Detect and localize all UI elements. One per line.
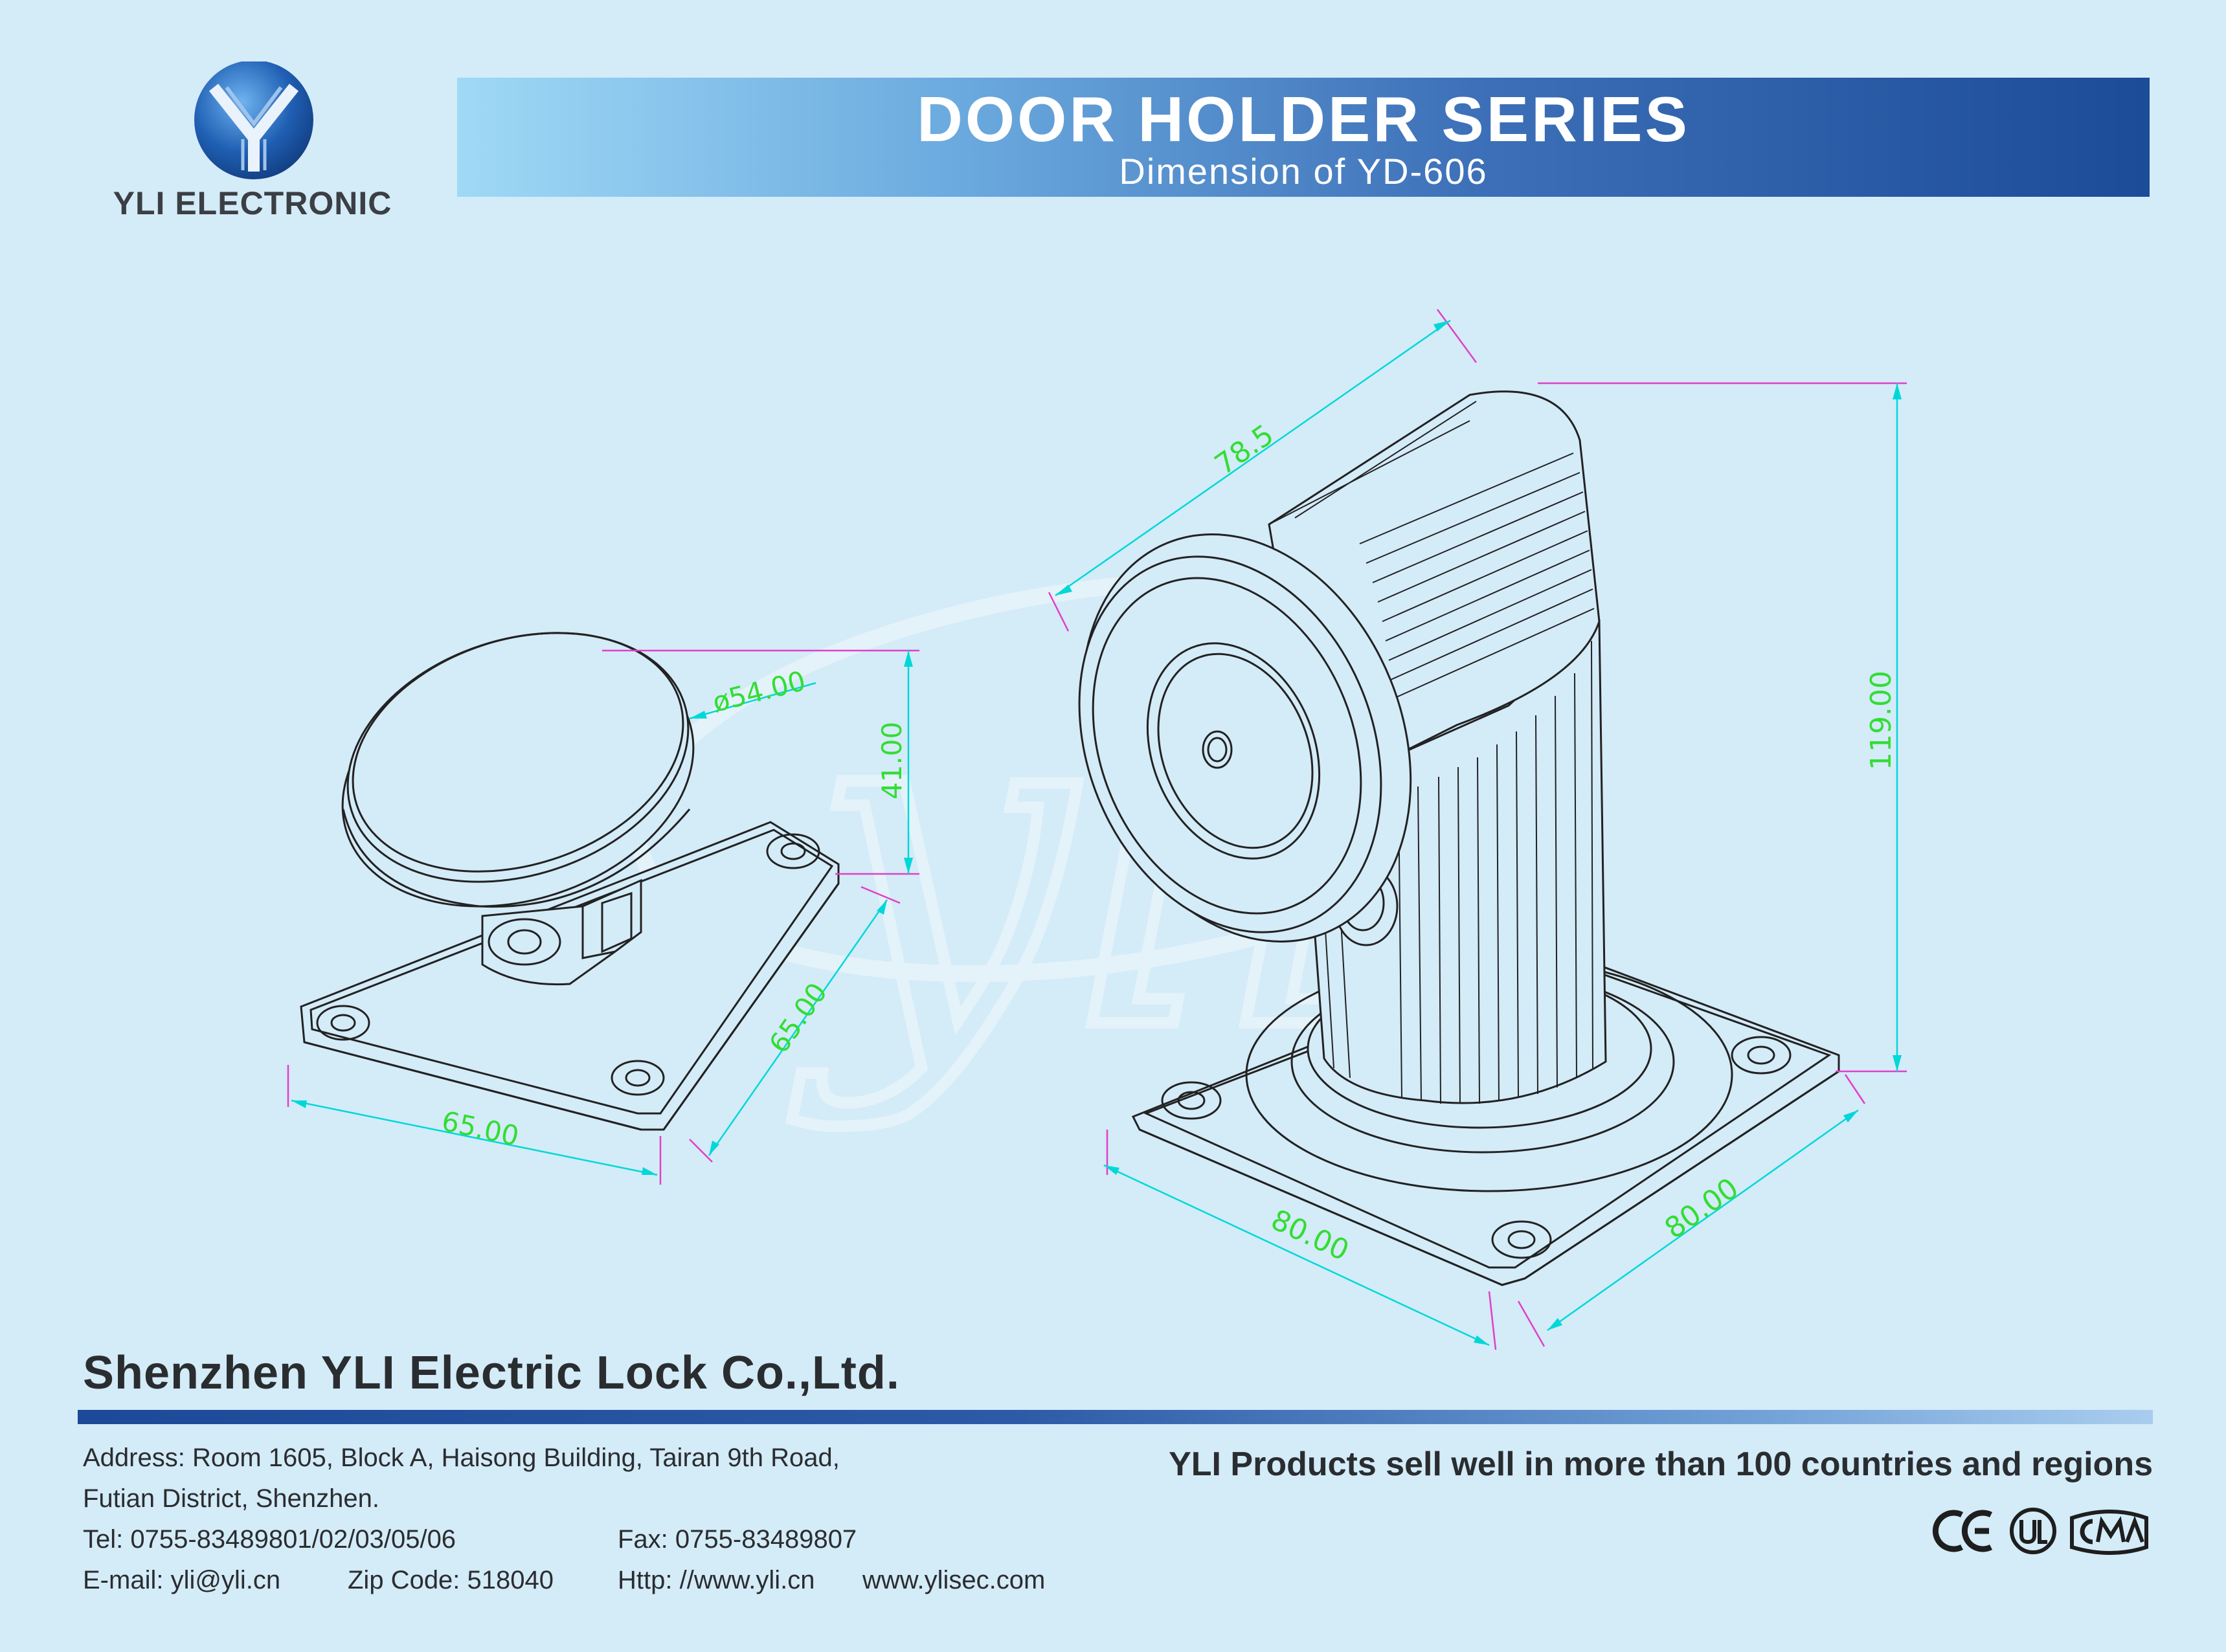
dim-holder-base-depth: 80.00	[1659, 1172, 1744, 1245]
address-line-1: Address: Room 1605, Block A, Haisong Bui…	[83, 1444, 840, 1472]
footer-divider	[78, 1410, 2153, 1424]
ul-mark-icon	[2010, 1508, 2056, 1554]
dim-holder-length: 78.5	[1209, 418, 1280, 482]
telephone: Tel: 0755-83489801/02/03/05/06	[83, 1525, 456, 1554]
dim-holder-height: 119.00	[1865, 671, 1898, 770]
yli-logo	[194, 61, 313, 179]
door-holder-drawing	[1078, 390, 1840, 1286]
ce-mark-icon	[1932, 1510, 1993, 1552]
page-title: DOOR HOLDER SERIES	[917, 84, 1690, 155]
cma-mark-icon	[2070, 1510, 2148, 1555]
logo-text: YLI ELECTRONIC	[113, 185, 392, 221]
slogan: YLI Products sell well in more than 100 …	[1169, 1446, 2153, 1483]
armature-plate-drawing	[300, 632, 840, 1131]
dim-armature-height: 41.00	[876, 722, 908, 799]
dim-armature-diameter: ø54.00	[710, 665, 809, 719]
certification-marks	[1932, 1508, 2148, 1555]
fax: Fax: 0755-83489807	[618, 1525, 857, 1554]
dim-armature-base-width: 65.00	[439, 1105, 522, 1152]
address-line-2: Futian District, Shenzhen.	[83, 1484, 379, 1513]
website-link-2[interactable]: www.ylisec.com	[862, 1566, 1046, 1594]
email[interactable]: E-mail: yli@yli.cn	[83, 1566, 281, 1594]
website-link[interactable]: Http: //www.yli.cn	[618, 1566, 815, 1594]
company-name: Shenzhen YLI Electric Lock Co.,Ltd.	[83, 1347, 900, 1399]
header-banner	[457, 78, 2150, 197]
zip-code: Zip Code: 518040	[348, 1566, 554, 1594]
page-subtitle: Dimension of YD-606	[1119, 151, 1488, 192]
